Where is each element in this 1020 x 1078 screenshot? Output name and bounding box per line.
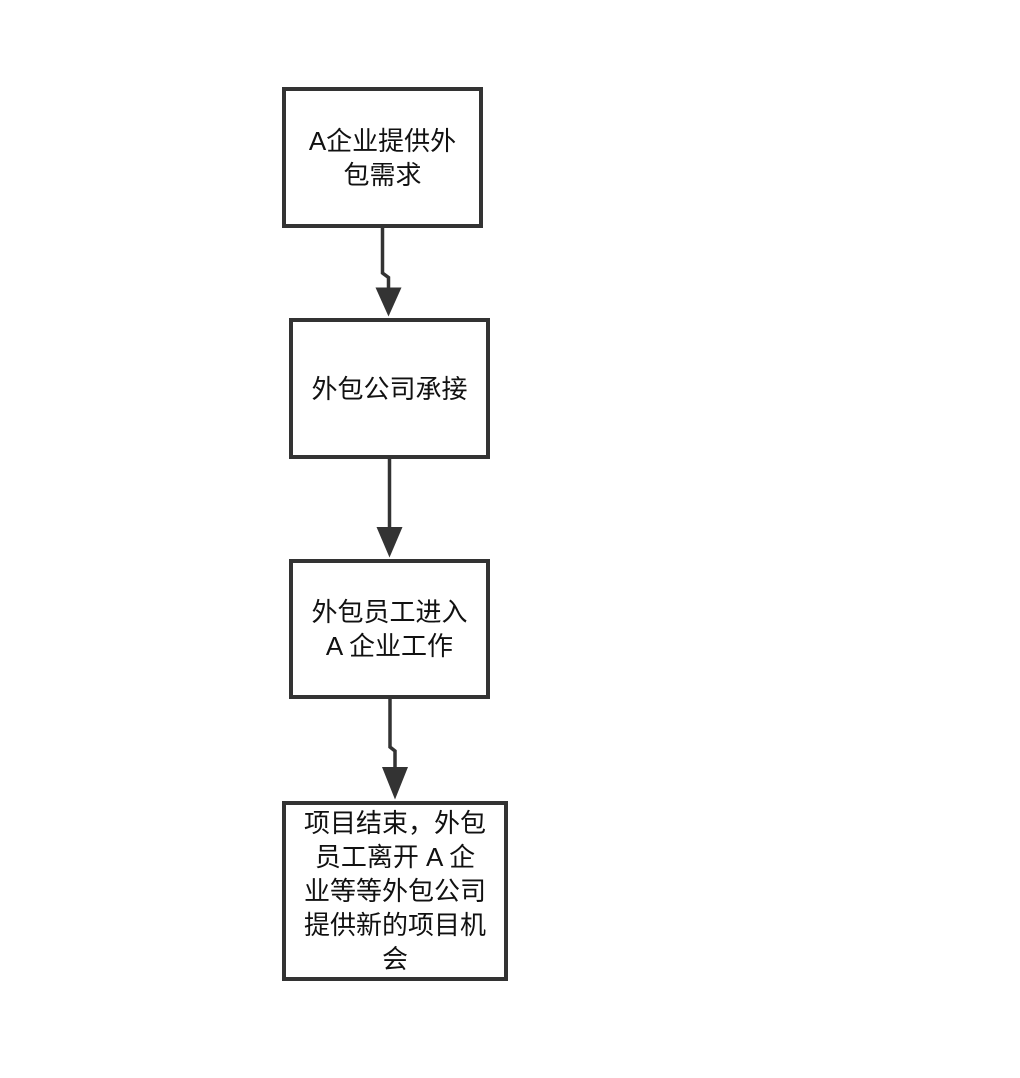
connector-node1-node2 (375, 228, 402, 317)
connector-node3-node4-line (388, 699, 397, 770)
flow-node-1: A企业提供外 包需求 (282, 87, 483, 228)
connector-node3-node4-arrowhead-icon (382, 767, 408, 800)
connector-node2-node3-arrowhead-icon (376, 527, 403, 558)
flow-node-2: 外包公司承接 (289, 318, 490, 459)
flow-node-4: 项目结束，外包 员工离开 A 企 业等等外包公司 提供新的项目机 会 (282, 801, 508, 981)
connector-node1-node2-arrowhead-icon (375, 287, 402, 317)
connector-node3-node4 (382, 699, 408, 800)
flow-node-1-label: A企业提供外 包需求 (308, 125, 457, 190)
flow-node-4-label: 项目结束，外包 员工离开 A 企 业等等外包公司 提供新的项目机 会 (303, 808, 486, 974)
connector-node1-node2-line (380, 228, 391, 290)
connector-node2-node3 (376, 459, 403, 558)
flow-node-3: 外包员工进入 A 企业工作 (289, 559, 490, 699)
flow-node-2-label: 外包公司承接 (311, 373, 468, 404)
flow-node-3-label: 外包员工进入 A 企业工作 (311, 597, 468, 661)
